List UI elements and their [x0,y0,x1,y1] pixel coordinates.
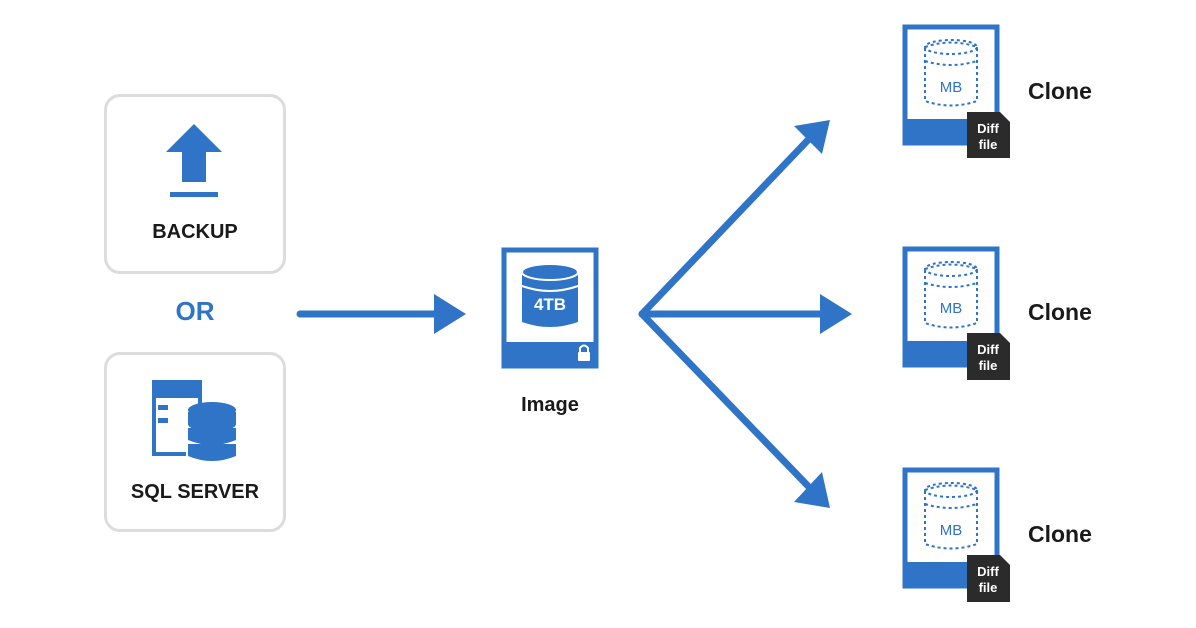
sql-server-label: SQL SERVER [130,481,260,503]
diff-file-text-line1: Diff [977,121,999,136]
diff-file-icon [967,555,1010,602]
clone-label: Clone [1028,78,1092,104]
or-label: OR [175,296,215,326]
image-label: Image [521,394,579,416]
image-size-text: 4TB [534,295,566,314]
clone-disk-icon [902,467,1000,589]
diff-file-text-line1: Diff [977,564,999,579]
arrow-to-clone-3 [638,310,830,508]
diff-file-text-line1: Diff [977,342,999,357]
clone-size-text: MB [940,79,963,96]
clone-size-text: MB [940,522,963,539]
diff-file-text-line2: file [979,580,998,595]
arrow-to-clone-1 [638,120,830,318]
arrow-to-clone-2 [638,294,852,334]
diff-file-icon [967,333,1010,380]
backup-label: BACKUP [152,221,238,243]
clone-size-text: MB [940,300,963,317]
clone-disk-icon [902,24,1000,146]
clone-disk-icon [902,246,1000,368]
sql-server-source-box: SQL SERVER [104,352,286,532]
disk-image-icon [501,247,599,369]
diff-file-icon [967,112,1010,158]
diff-file-text-line2: file [979,358,998,373]
clone-label: Clone [1028,521,1092,547]
backup-source-box: BACKUP [104,94,286,274]
diff-file-text-line2: file [979,137,998,152]
clone-label: Clone [1028,299,1092,325]
lock-icon [578,344,590,361]
arrow-to-image [296,294,466,334]
